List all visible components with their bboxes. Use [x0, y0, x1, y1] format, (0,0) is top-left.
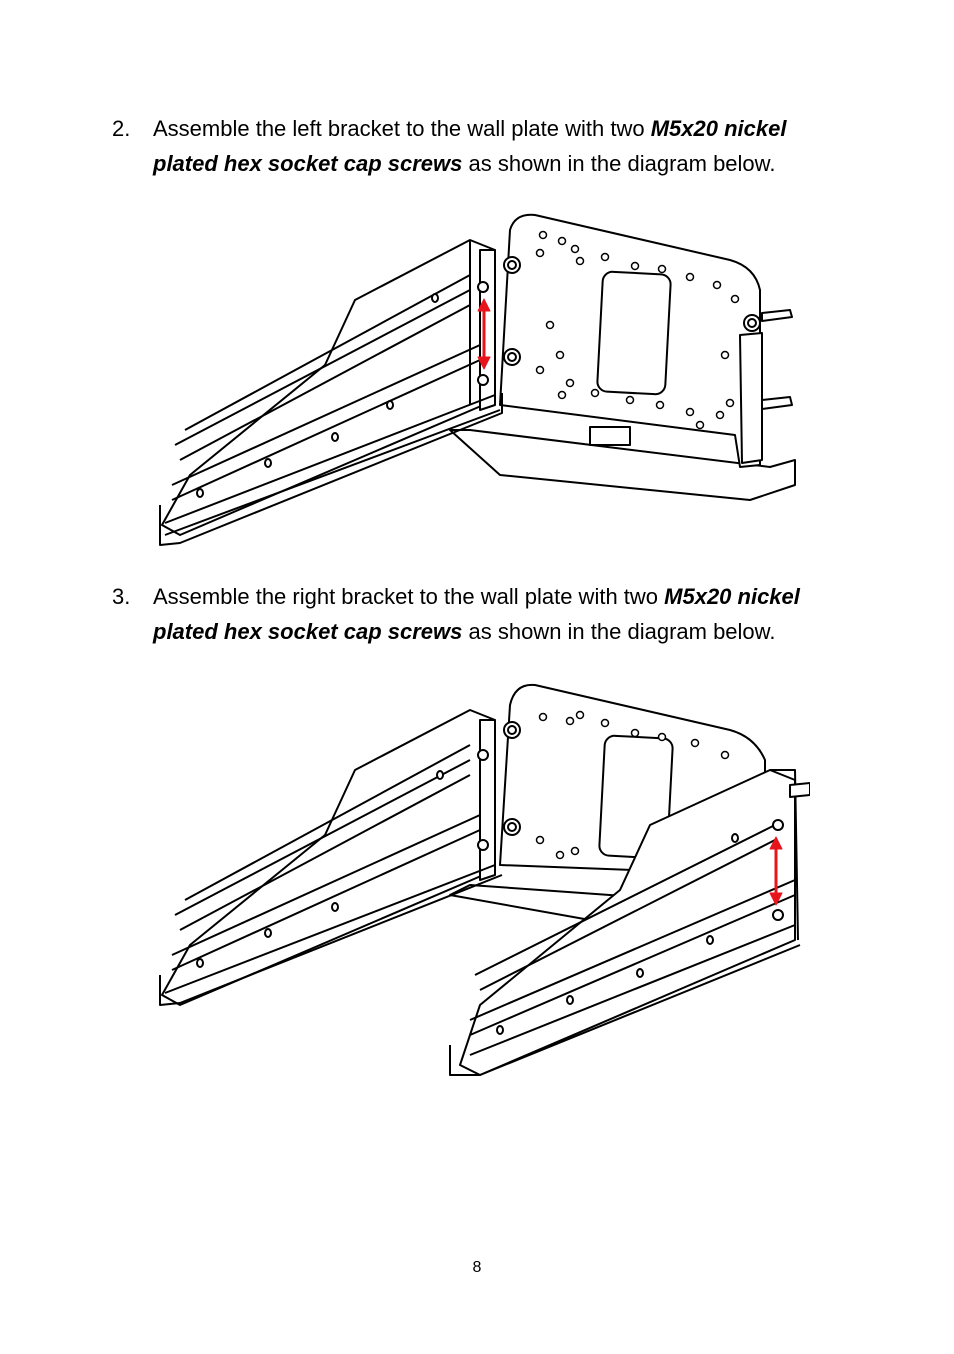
- page-number: 8: [472, 1259, 482, 1276]
- step-number: 3.: [112, 584, 131, 609]
- left-bracket: [161, 709, 496, 1006]
- screw-spacing-arrow: [477, 298, 491, 370]
- screw-spec: M5x20 nickel plated hex socket cap screw…: [153, 116, 787, 176]
- step-text-end: as shown in the diagram below.: [462, 151, 776, 176]
- step-number: 2.: [112, 116, 131, 141]
- step-text-end: as shown in the diagram below.: [462, 619, 776, 644]
- instruction-step-3: 3. Assemble the right bracket to the wal…: [112, 579, 852, 649]
- right-bracket-assembly-diagram: [150, 675, 810, 1085]
- screw-spacing-arrow: [769, 836, 783, 906]
- step-text-start: Assemble the left bracket to the wall pl…: [153, 116, 651, 141]
- screw-spec: M5x20 nickel plated hex socket cap screw…: [153, 584, 800, 644]
- instruction-step-2: 2. Assemble the left bracket to the wall…: [112, 111, 852, 181]
- left-bracket-assembly-diagram: [150, 205, 810, 550]
- left-bracket: [161, 239, 496, 536]
- bottom-tray: [449, 429, 796, 501]
- step-text: Assemble the right bracket to the wall p…: [153, 579, 852, 649]
- connector: [589, 426, 631, 446]
- plate-cutout: [596, 270, 672, 396]
- step-text-start: Assemble the right bracket to the wall p…: [153, 584, 665, 609]
- step-text: Assemble the left bracket to the wall pl…: [153, 111, 852, 181]
